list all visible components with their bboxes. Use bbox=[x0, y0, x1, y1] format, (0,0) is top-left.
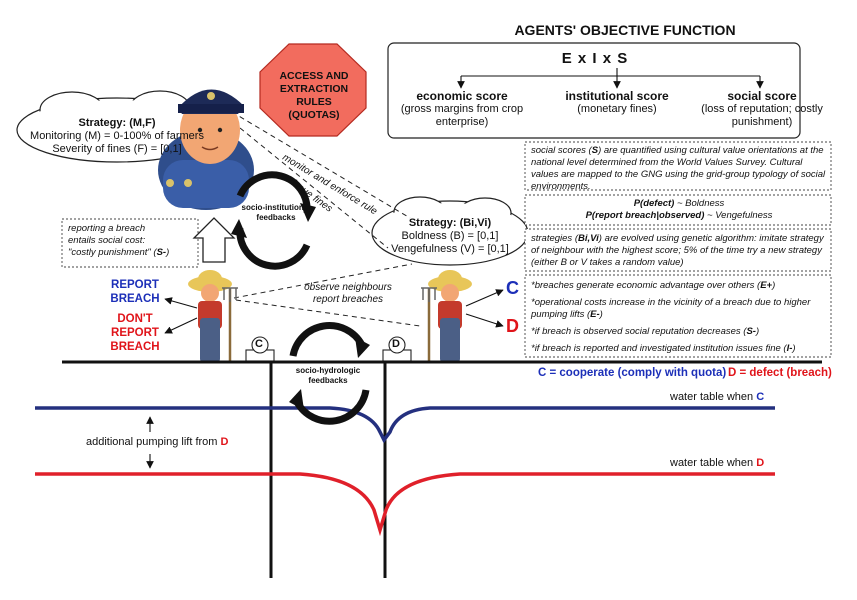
choice-defect: D bbox=[506, 316, 519, 336]
socio-institutional-label: socio-institutional feedbacks bbox=[241, 203, 311, 222]
effect-code: S- bbox=[746, 326, 756, 337]
economic-score-name: economic score bbox=[416, 89, 508, 103]
legend-defect: D = defect (breach) bbox=[728, 367, 832, 379]
social-score-desc: (loss of reputation; costly punishment) bbox=[701, 103, 823, 128]
quota-sign-octagon bbox=[259, 43, 367, 137]
institutional-score-name: institutional score bbox=[565, 89, 669, 103]
farmer-vengefulness: Vengefulness (V) = [0,1] bbox=[391, 243, 509, 255]
water-table-defect-label: water table when D bbox=[670, 457, 764, 470]
officer-strategy-heading: Strategy: (M,F) bbox=[78, 117, 156, 129]
prob-report: P(report breach|observed) bbox=[585, 210, 705, 221]
prob-defect: P(defect) bbox=[633, 198, 675, 209]
dont-report-breach-label: DON'T REPORT BREACH bbox=[110, 313, 160, 353]
economic-score-desc: (gross margins from crop enterprise) bbox=[400, 103, 524, 128]
strategy-evolution-note: strategies (Bi,Vi) are evolved using gen… bbox=[531, 233, 827, 269]
farmer-strategy-text: Strategy: (Bi,Vi) Boldness (B) = [0,1] V… bbox=[378, 217, 522, 256]
water-c-letter: C bbox=[756, 391, 765, 403]
effect-item: *if breach is observed social reputation… bbox=[531, 326, 827, 338]
strategy-note-pre: strategies ( bbox=[531, 233, 578, 244]
effect-code: I- bbox=[786, 343, 793, 354]
lift-letter: D bbox=[220, 436, 229, 448]
choice-cooperate: C bbox=[506, 278, 519, 298]
farmer-boldness: Boldness (B) = [0,1] bbox=[401, 230, 499, 242]
probability-note: P(defect) ~ Boldness P(report breach|obs… bbox=[531, 198, 827, 222]
socio-hydrologic-cycle bbox=[289, 322, 370, 425]
effect-code: E- bbox=[590, 309, 600, 320]
social-note-code: S bbox=[591, 145, 599, 156]
choice-arrows bbox=[164, 289, 504, 334]
prob-defect-rest: ~ Boldness bbox=[674, 198, 725, 209]
dashed-connectors bbox=[231, 111, 421, 327]
reporting-note-code: S- bbox=[156, 247, 167, 258]
score-branch-arrows bbox=[457, 68, 764, 89]
institutional-score-desc: (monetary fines) bbox=[577, 103, 657, 115]
effect-text: *breaches generate economic advantage ov… bbox=[531, 280, 761, 291]
effects-note: *breaches generate economic advantage ov… bbox=[531, 280, 827, 355]
observe-neighbours-label: observe neighbours report breaches bbox=[290, 282, 406, 306]
socio-institutional-cycle bbox=[236, 171, 311, 270]
objective-formula: E x I x S bbox=[561, 50, 629, 67]
effect-close: ) bbox=[772, 280, 776, 291]
officer-fines: Severity of fines (F) = [0,1] bbox=[52, 143, 182, 155]
social-scores-note: social scores (S) are quantified using c… bbox=[531, 145, 827, 193]
water-table-cooperate-label: water table when C bbox=[670, 391, 764, 404]
economic-score: economic score (gross margins from crop … bbox=[392, 90, 532, 129]
officer-monitoring: Monitoring (M) = 0-100% of farmers bbox=[30, 130, 204, 142]
lift-text: additional pumping lift from bbox=[86, 436, 221, 448]
police-officer-figure bbox=[158, 89, 254, 210]
reporting-note-close: ) bbox=[166, 247, 170, 258]
strategy-note-code: Bi,Vi bbox=[578, 233, 599, 244]
farmer-strategy-heading: Strategy: (Bi,Vi) bbox=[408, 217, 492, 229]
water-d-letter: D bbox=[756, 457, 765, 469]
effect-item: *if breach is reported and investigated … bbox=[531, 343, 827, 355]
reporting-note-line1: reporting a breach bbox=[68, 223, 146, 234]
effect-item: *operational costs increase in the vicin… bbox=[531, 297, 827, 321]
objective-function-box bbox=[387, 42, 801, 139]
effect-text: *if breach is observed social reputation… bbox=[531, 326, 747, 337]
effect-item: *breaches generate economic advantage ov… bbox=[531, 280, 827, 292]
effect-text: *operational costs increase in the vicin… bbox=[531, 297, 811, 320]
institutional-score: institutional score (monetary fines) bbox=[555, 90, 679, 116]
pump-left-icon bbox=[245, 336, 275, 362]
effect-close: ) bbox=[755, 326, 760, 337]
reporting-cost-note: reporting a breach entails social cost: … bbox=[68, 223, 194, 259]
quota-sign-text: ACCESS AND EXTRACTION RULES (QUOTAS) bbox=[279, 70, 349, 121]
farmer-right-figure bbox=[421, 270, 472, 362]
socio-hydrologic-label: socio-hydrologic feedbacks bbox=[295, 366, 361, 385]
pump-right-label: D bbox=[392, 338, 400, 350]
reporting-note-line3: "costly punishment" ( bbox=[68, 247, 157, 258]
up-arrow bbox=[192, 217, 236, 263]
social-note-post: ) are quantified using cultural value or… bbox=[531, 145, 826, 192]
officer-strategy-text: Strategy: (M,F) Monitoring (M) = 0-100% … bbox=[22, 117, 212, 156]
legend-cooperate: C = cooperate (comply with quota) bbox=[538, 367, 727, 379]
observe-line1: observe neighbours bbox=[304, 282, 392, 293]
water-d-text: water table when bbox=[670, 457, 757, 469]
water-c-text: water table when bbox=[670, 391, 757, 403]
strategy-note-post: ) are evolved using genetic algorithm: i… bbox=[531, 233, 824, 268]
effect-close: ) bbox=[599, 309, 603, 320]
objective-function-title: AGENTS' OBJECTIVE FUNCTION bbox=[514, 22, 736, 38]
water-table-defect bbox=[35, 472, 775, 537]
pump-left-label: C bbox=[255, 338, 263, 350]
prob-report-rest: ~ Vengefulness bbox=[704, 210, 773, 221]
effect-close: ) bbox=[792, 343, 796, 354]
report-breach-label: REPORT BREACH bbox=[110, 279, 160, 305]
effect-code: E+ bbox=[760, 280, 773, 291]
note-boxes bbox=[61, 141, 832, 358]
observe-line2: report breaches bbox=[312, 294, 384, 305]
social-score-name: social score bbox=[727, 89, 797, 103]
pumping-lift-label: additional pumping lift from D bbox=[86, 436, 228, 449]
reporting-note-line2: entails social cost: bbox=[68, 235, 146, 246]
social-score: social score (loss of reputation; costly… bbox=[700, 90, 824, 129]
water-table-cooperate bbox=[35, 406, 775, 444]
social-note-pre: social scores ( bbox=[531, 145, 592, 156]
farmer-left-figure bbox=[188, 270, 238, 362]
effect-text: *if breach is reported and investigated … bbox=[531, 343, 787, 354]
